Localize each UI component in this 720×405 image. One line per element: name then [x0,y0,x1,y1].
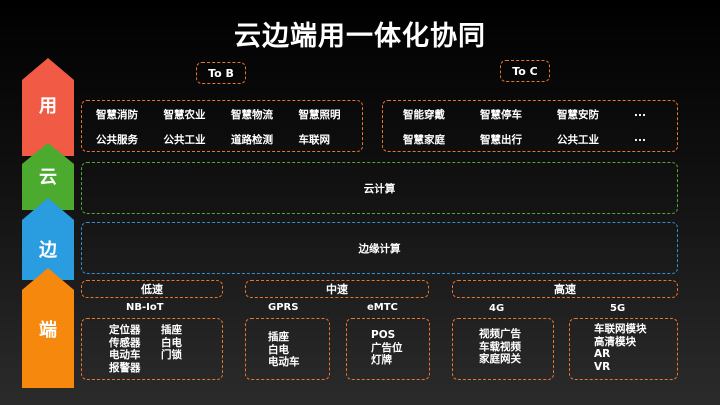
to-c-apps-grid: 智能穿戴 智慧停车 智慧安防 ... 智慧家庭 智慧出行 公共工业 ... [383,101,677,153]
nbiot-devices-col2: 插座 白电 门锁 [161,324,182,362]
app-item: 智能穿戴 [403,109,445,121]
nbiot-devices-col1: 定位器 传感器 电动车 报警器 [109,324,141,374]
device-item: POS [371,329,396,341]
app-item: 公共工业 [163,134,206,146]
layer-label-yun: 云 [39,167,57,188]
layer-label-yong: 用 [39,96,57,117]
to-b-apps-box: 智慧消防 智慧农业 智慧物流 智慧照明 公共服务 公共工业 道路检测 车联网 [81,100,363,152]
network-gprs: GPRS [268,302,299,313]
device-item: 广告位 [371,341,403,354]
emtc-devices-box: POS 广告位 灯牌 [346,318,430,380]
app-item: 公共服务 [96,134,138,146]
4g-devices-list: 视频广告 车载视频 家庭网关 [479,328,521,366]
device-item: 插座 [161,324,182,336]
app-item: ... [634,132,646,144]
edge-computing-label: 边缘计算 [358,242,401,255]
app-item: 车联网 [298,134,331,146]
device-item: 白电 [268,343,289,356]
app-item: 智慧家庭 [403,134,445,146]
layer-arrow-stack [22,58,74,388]
5g-devices-list: 车联网模块 高清模块 AR VR [594,323,647,373]
5g-devices-box: 车联网模块 高清模块 AR VR [569,318,678,380]
device-item: 传感器 [109,336,141,349]
4g-devices-box: 视频广告 车载视频 家庭网关 [452,318,554,380]
layer-arrow-bian [22,198,74,280]
app-item: 智慧出行 [480,134,522,146]
device-item: 视频广告 [479,328,521,340]
layer-label-duan: 端 [39,320,57,341]
app-item: 智慧照明 [298,109,341,121]
to-b-label: To B [196,62,246,84]
speed-low-box: 低速 [81,280,223,298]
device-item: 车载视频 [479,340,521,353]
page-title: 云边端用一体化协同 [234,21,486,52]
device-item: 定位器 [109,324,141,336]
device-item: AR [594,348,611,360]
network-5g: 5G [610,303,626,314]
device-item: 高清模块 [594,335,636,348]
app-item: 智慧安防 [557,109,599,121]
app-item: 智慧停车 [480,109,522,121]
device-item: 车联网模块 [594,323,647,335]
app-item: 智慧农业 [163,109,206,121]
gprs-devices-list: 插座 白电 电动车 [268,331,300,369]
speed-high-box: 高速 [452,280,678,298]
device-item: 白电 [161,336,182,349]
app-item: 智慧消防 [96,109,138,121]
device-item: 门锁 [161,349,182,361]
device-item: 电动车 [268,356,300,368]
layer-arrow-duan [22,268,74,388]
layer-arrow-yun [22,143,74,210]
to-b-apps-grid: 智慧消防 智慧农业 智慧物流 智慧照明 公共服务 公共工业 道路检测 车联网 [82,101,362,153]
to-c-apps-box: 智能穿戴 智慧停车 智慧安防 ... 智慧家庭 智慧出行 公共工业 ... [382,100,678,152]
layer-arrow-yong [22,58,74,156]
app-item: 公共工业 [557,134,599,146]
layer-label-bian: 边 [39,240,57,261]
network-4g: 4G [489,303,505,314]
gprs-devices-box: 插座 白电 电动车 [245,318,330,380]
to-c-label: To C [500,60,550,82]
app-item: 智慧物流 [231,109,273,121]
cloud-computing-box: 云计算 [81,162,678,214]
device-item: 灯牌 [371,354,392,366]
app-item: 道路检测 [231,134,273,146]
emtc-devices-list: POS 广告位 灯牌 [371,329,403,367]
device-item: 报警器 [109,361,141,374]
network-nbiot: NB-IoT [126,302,164,313]
speed-mid-box: 中速 [245,280,429,298]
device-item: 家庭网关 [479,353,521,365]
cloud-computing-label: 云计算 [363,182,396,195]
device-item: VR [594,360,611,373]
app-item: ... [634,107,646,119]
network-emtc: eMTC [367,302,398,313]
nbiot-devices-box: 定位器 传感器 电动车 报警器 插座 白电 门锁 [81,318,223,380]
device-item: 电动车 [109,349,141,361]
device-item: 插座 [268,331,289,343]
edge-computing-box: 边缘计算 [81,222,678,274]
